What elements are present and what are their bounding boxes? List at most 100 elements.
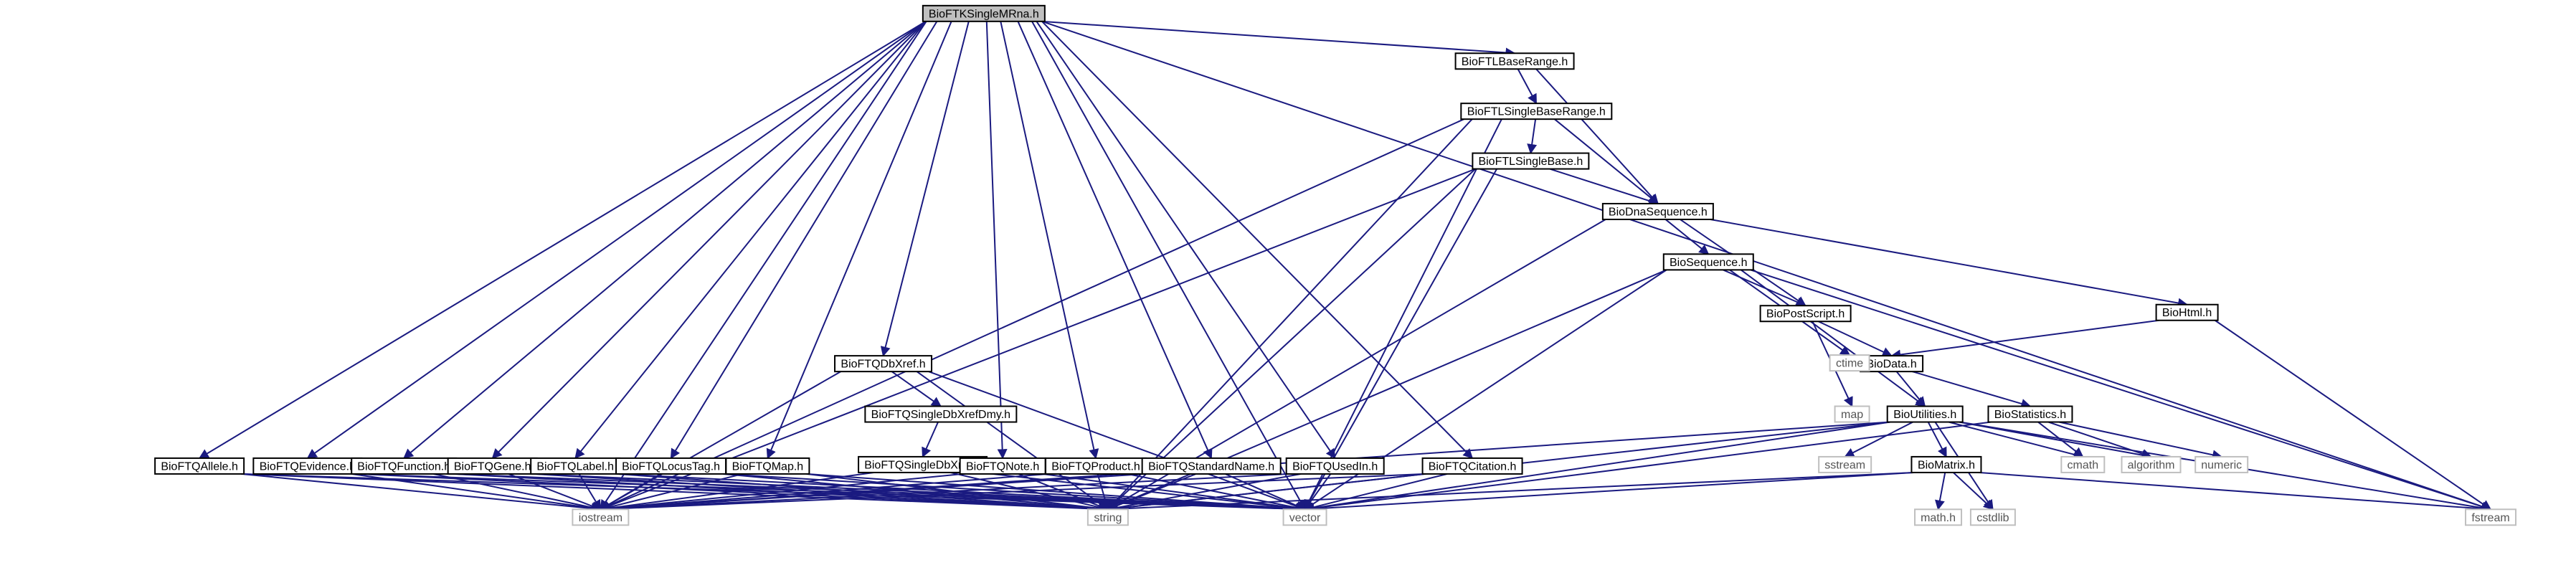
node-data[interactable]: BioData.h bbox=[1860, 355, 1924, 373]
edge-matrix-to-cstdlib bbox=[1953, 472, 1994, 511]
node-box-used bbox=[1285, 457, 1385, 475]
edge-group bbox=[599, 473, 1289, 514]
node-lsbr[interactable]: BioFTLSingleBaseRange.h bbox=[1460, 103, 1613, 120]
edge-seq-to-fstream bbox=[1750, 269, 2492, 512]
edge-lsb-to-dna bbox=[1549, 168, 1659, 206]
node-html[interactable]: BioHtml.h bbox=[2155, 303, 2219, 321]
edge-cit-to-string bbox=[1107, 473, 1426, 513]
node-lbr[interactable]: BioFTLBaseRange.h bbox=[1454, 52, 1575, 70]
node-box-sstream bbox=[1818, 455, 1872, 473]
node-label-mathh: math.h bbox=[1921, 512, 1956, 524]
node-dbx[interactable]: BioFTQDbXref.h bbox=[834, 355, 933, 373]
node-label[interactable]: BioFTQLabel.h bbox=[530, 457, 621, 475]
edge-group bbox=[1107, 473, 1302, 513]
edge-group bbox=[1000, 21, 1099, 460]
edge-sdbx-to-vector bbox=[980, 471, 1306, 513]
edge-group bbox=[574, 21, 927, 459]
node-matrix[interactable]: BioMatrix.h bbox=[1910, 455, 1982, 473]
edge-group bbox=[1927, 422, 1947, 458]
edge-stat-to-algorithm bbox=[2047, 421, 2152, 459]
node-label-sdbx: BioFTQSingleDbXref.h bbox=[864, 459, 981, 471]
edge-stat-to-numeric bbox=[2058, 421, 2223, 460]
node-prod[interactable]: BioFTQProduct.h bbox=[1045, 457, 1147, 475]
node-label-lsb: BioFTLSingleBase.h bbox=[1478, 156, 1583, 168]
edge-cit-to-vector bbox=[1304, 473, 1448, 513]
edge-util-to-cmath bbox=[1948, 421, 2084, 460]
edge-root-to-locus bbox=[670, 21, 938, 460]
edge-map-to-iostream bbox=[600, 473, 743, 513]
node-used[interactable]: BioFTQUsedIn.h bbox=[1285, 457, 1385, 475]
edge-root-to-used bbox=[1036, 21, 1336, 460]
node-label-cit: BioFTQCitation.h bbox=[1429, 460, 1517, 473]
node-label-stat: BioStatistics.h bbox=[1994, 409, 2066, 421]
node-label-used: BioFTQUsedIn.h bbox=[1292, 460, 1378, 473]
node-dna[interactable]: BioDnaSequence.h bbox=[1601, 202, 1714, 220]
node-map[interactable]: BioFTQMap.h bbox=[725, 457, 810, 475]
node-label-prod: BioFTQProduct.h bbox=[1051, 460, 1140, 473]
node-evid[interactable]: BioFTQEvidence.h bbox=[252, 457, 363, 475]
edge-group bbox=[403, 21, 927, 459]
node-lsb[interactable]: BioFTLSingleBase.h bbox=[1472, 152, 1590, 170]
edges-layer bbox=[198, 20, 2492, 514]
node-box-lbr bbox=[1454, 52, 1575, 70]
node-box-root bbox=[922, 4, 1046, 22]
node-allele[interactable]: BioFTQAllele.h bbox=[154, 457, 245, 475]
edge-func-to-iostream bbox=[433, 473, 602, 513]
edge-group bbox=[916, 371, 1109, 511]
edge-group bbox=[600, 21, 927, 511]
node-root[interactable]: BioFTKSingleMRna.h bbox=[922, 4, 1046, 22]
edge-lbr-to-lsbr bbox=[1517, 68, 1538, 105]
edge-lsbr-to-dna bbox=[1554, 118, 1659, 204]
node-func[interactable]: BioFTQFunction.h bbox=[351, 457, 458, 475]
node-sdbxd[interactable]: BioFTQSingleDbXrefDmy.h bbox=[864, 405, 1018, 423]
node-label-cstdlib: cstdlib bbox=[1976, 512, 2009, 524]
edge-group bbox=[1935, 472, 1946, 511]
node-label-matrix: BioMatrix.h bbox=[1918, 459, 1975, 471]
edge-group bbox=[1127, 473, 1306, 513]
edge-group bbox=[1304, 118, 1502, 511]
node-box-fstream bbox=[2465, 508, 2517, 526]
node-note[interactable]: BioFTQNote.h bbox=[959, 457, 1046, 475]
node-util[interactable]: BioUtilities.h bbox=[1886, 405, 1964, 423]
edge-root-to-allele bbox=[198, 20, 927, 459]
edge-prod-to-iostream bbox=[599, 473, 1049, 514]
node-seq[interactable]: BioSequence.h bbox=[1662, 253, 1754, 271]
edge-group bbox=[1036, 21, 1336, 460]
edge-cit-to-iostream bbox=[599, 473, 1426, 514]
node-label-dbx: BioFTQDbXref.h bbox=[840, 359, 925, 371]
node-sdbx[interactable]: BioFTQSingleDbXref.h bbox=[858, 455, 988, 473]
node-gene[interactable]: BioFTQGene.h bbox=[447, 457, 538, 475]
edge-group bbox=[722, 473, 1109, 514]
edge-std-to-iostream bbox=[599, 473, 1145, 514]
node-cstdlib: cstdlib bbox=[1969, 508, 2016, 526]
node-std[interactable]: BioFTQStandardName.h bbox=[1141, 457, 1282, 475]
edge-lsbr-to-string bbox=[1107, 118, 1473, 511]
edge-group bbox=[1665, 219, 1710, 255]
edge-group bbox=[1750, 269, 2492, 512]
edge-root-to-iostream bbox=[600, 21, 927, 511]
edge-group bbox=[1953, 472, 1994, 511]
node-box-ps bbox=[1759, 305, 1852, 323]
node-box-vector bbox=[1282, 508, 1327, 526]
node-label-lsbr: BioFTLSingleBaseRange.h bbox=[1467, 106, 1606, 118]
node-box-map bbox=[725, 457, 810, 475]
edge-group bbox=[198, 20, 927, 459]
edge-group bbox=[1097, 473, 1111, 511]
node-stat[interactable]: BioStatistics.h bbox=[1987, 405, 2073, 423]
node-locus[interactable]: BioFTQLocusTag.h bbox=[615, 457, 727, 475]
node-cit[interactable]: BioFTQCitation.h bbox=[1421, 457, 1523, 475]
node-algorithm: algorithm bbox=[2121, 455, 2182, 473]
edge-group bbox=[433, 473, 602, 513]
node-ps[interactable]: BioPostScript.h bbox=[1759, 305, 1852, 323]
node-label-std: BioFTQStandardName.h bbox=[1148, 460, 1274, 473]
nodes-layer: BioFTKSingleMRna.hBioFTLBaseRange.hBioFT… bbox=[154, 4, 2517, 526]
edge-sdbxd-to-sdbx bbox=[922, 422, 939, 458]
edge-note-to-vector bbox=[1042, 473, 1306, 513]
node-label-util: BioUtilities.h bbox=[1893, 409, 1956, 421]
edge-seq-to-util bbox=[1740, 269, 1926, 407]
edge-root-to-func bbox=[403, 21, 927, 459]
edge-lsbr-to-lsb bbox=[1527, 119, 1538, 154]
edge-group bbox=[1549, 168, 1659, 206]
edge-group bbox=[806, 473, 1306, 514]
edge-group bbox=[766, 21, 952, 460]
